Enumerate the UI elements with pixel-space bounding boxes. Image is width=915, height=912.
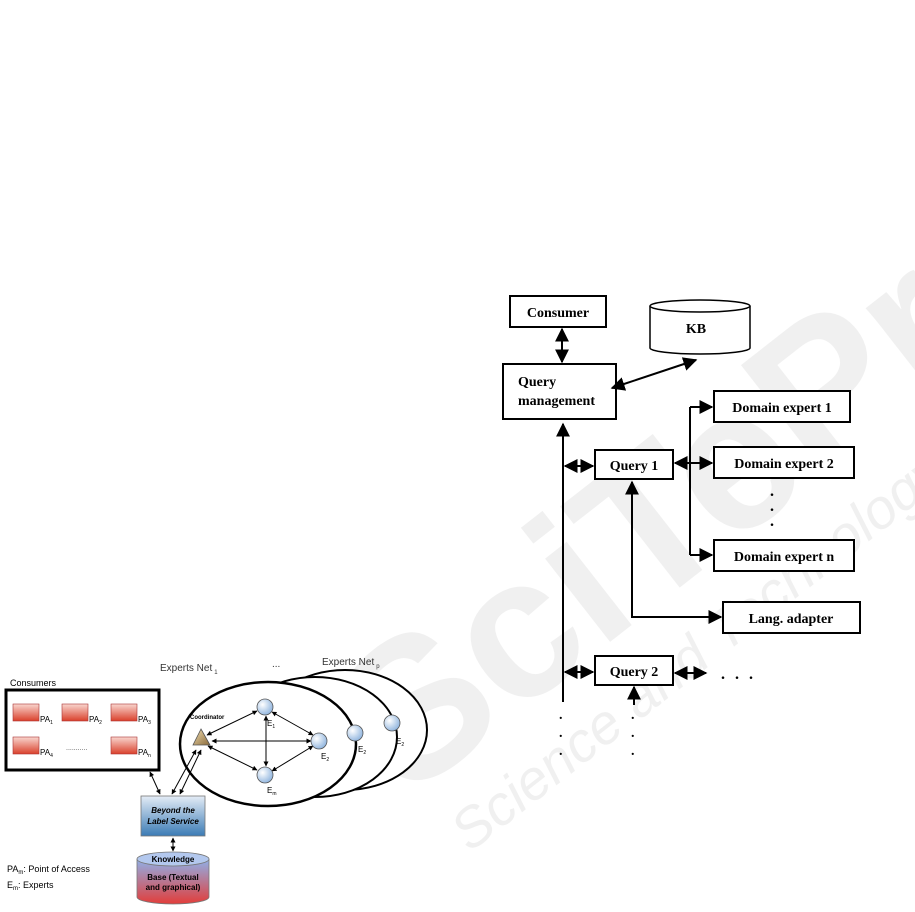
vertical-dots: . — [559, 744, 563, 759]
access-point-label: PA1 — [40, 715, 53, 726]
experts-net-dots: ... — [272, 659, 280, 670]
expert-label: E1 — [267, 719, 275, 730]
horizontal-ellipsis: . . . — [721, 666, 756, 683]
query2-box — [594, 655, 674, 686]
access-point-icon — [61, 703, 89, 722]
expert-label: E2 — [321, 752, 329, 763]
right-diagram: Consumer KB Query management Query 1 Dom… — [502, 295, 861, 759]
expert-label: Em — [267, 786, 277, 797]
edge — [207, 745, 258, 771]
vertical-dots: . — [631, 744, 635, 759]
domain-expert-n-box — [713, 539, 855, 572]
vertical-dots: . — [559, 726, 563, 741]
kb-cylinder-icon — [649, 306, 751, 355]
domain-expert-1-box — [713, 390, 851, 423]
back-expert-node-icon — [383, 714, 401, 732]
access-point-icon — [110, 703, 138, 722]
query1-box — [594, 449, 674, 480]
legend-experts: Em: Experts — [7, 880, 54, 892]
query1-label: Query 1 — [610, 459, 659, 474]
query1-lang-adapter-arrow — [625, 480, 723, 624]
query2-label: Query 2 — [610, 665, 659, 680]
back-expert-label: E2 — [396, 737, 404, 748]
kb-top-label: Knowledge — [152, 855, 195, 864]
query-management-line1: Query — [518, 375, 556, 390]
expert-node-icon — [310, 732, 328, 750]
query-management-box — [502, 363, 617, 420]
domain-expert-2-box — [713, 446, 855, 479]
vertical-dots: . — [631, 708, 635, 723]
vertical-dots: . — [770, 483, 774, 500]
domain-expert-2-label: Domain expert 2 — [734, 457, 834, 472]
domain-expert-n-label: Domain expert n — [734, 550, 835, 565]
vertical-dots: . — [770, 513, 774, 530]
kb-body-line1: Base (Textual — [147, 873, 198, 882]
lang-adapter-box — [722, 601, 861, 634]
kb-body-line2: and graphical) — [146, 883, 201, 892]
expert-node-icon — [256, 766, 274, 784]
consumer-box — [509, 295, 607, 328]
query-management-line2: management — [518, 394, 595, 409]
edge — [271, 711, 314, 736]
knowledge-base-icon — [136, 859, 210, 905]
beyond-the-label-service-box — [140, 795, 206, 837]
vertical-dots: . — [631, 726, 635, 741]
query-mgmt-kb-arrow — [610, 357, 698, 391]
access-point-dots: ........... — [66, 745, 87, 752]
access-point-icon — [12, 703, 40, 722]
coordinator-icon — [192, 728, 211, 746]
consumers-box — [4, 688, 161, 772]
consumers-label: Consumers — [10, 678, 57, 688]
edge — [271, 745, 314, 772]
back-expert-node-icon — [346, 724, 364, 742]
vertical-dots: . — [559, 708, 563, 723]
vertical-dots: . — [770, 498, 774, 515]
kb-cylinder-top — [649, 299, 751, 313]
kb-label: KB — [686, 322, 706, 337]
lang-adapter-label: Lang. adapter — [749, 612, 834, 627]
access-point-label: PA2 — [89, 715, 102, 726]
expert-node-icon — [256, 698, 274, 716]
service-label-line2: Label Service — [147, 817, 199, 826]
service-label-line1: Beyond the — [151, 806, 195, 815]
link — [179, 749, 202, 795]
access-point-label: PA3 — [138, 715, 151, 726]
access-point-label: PAn — [138, 748, 151, 759]
back-expert-label: E2 — [358, 745, 366, 756]
domain-expert-1-label: Domain expert 1 — [732, 401, 832, 416]
link — [149, 771, 161, 795]
edge — [206, 710, 258, 736]
consumer-label: Consumer — [527, 306, 589, 321]
legend-point-of-access: PAm: Point of Access — [7, 864, 90, 876]
access-point-label: PA4 — [40, 748, 53, 759]
access-point-icon — [12, 736, 40, 755]
access-point-icon — [110, 736, 138, 755]
coordinator-label: Coordinator — [190, 715, 225, 721]
knowledge-base-top — [136, 851, 210, 867]
